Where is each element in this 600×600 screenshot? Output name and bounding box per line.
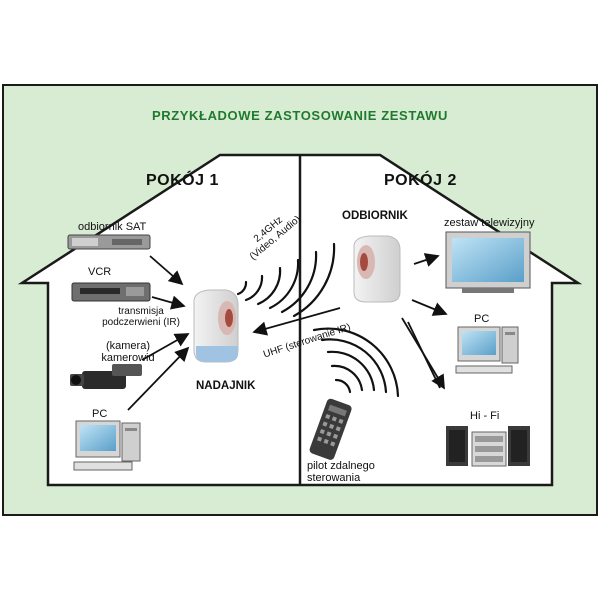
pc-right-icon: [455, 326, 519, 374]
sat-label: odbiornik SAT: [78, 221, 147, 233]
remote-arrow: [407, 321, 441, 389]
camera-label: (kamera)kamerowid: [101, 340, 155, 365]
arrow-pc-right: [411, 299, 448, 316]
transmitter-label: NADAJNIK: [196, 380, 256, 392]
pc-left-icon: [73, 420, 141, 471]
camcorder-icon: [70, 364, 142, 389]
arrow-vcr: [151, 295, 186, 310]
sat-receiver-icon: [67, 234, 151, 250]
diagram-title: PRZYKŁADOWE ZASTOSOWANIE ZESTAWU: [151, 108, 449, 123]
tv-label: zestaw telewizyjny: [444, 217, 535, 229]
receiver-label: ODBIORNIK: [342, 210, 408, 222]
hifi-label: Hi - Fi: [470, 410, 500, 422]
arrow-tv: [413, 253, 440, 267]
arrow-uhf: [252, 307, 341, 336]
vcr-label: VCR: [88, 266, 112, 278]
vcr-icon: [71, 282, 151, 302]
hifi-icon: [446, 426, 530, 467]
receiver-device-icon: [353, 235, 401, 303]
arrow-camera: [141, 333, 190, 361]
transmitter-device-icon: [193, 289, 239, 363]
pc-left-label: PC: [92, 408, 108, 420]
pc-right-label: PC: [474, 313, 490, 325]
arrow-sat: [149, 255, 184, 286]
remote-control-icon: [309, 398, 352, 460]
room-1-label: POKÓJ 1: [146, 172, 219, 189]
video-wave-arcs: [236, 242, 336, 318]
tv-icon: [445, 231, 531, 293]
remote-wave-arcs: [312, 327, 400, 398]
arrow-pc: [127, 346, 190, 411]
room-2-label: POKÓJ 2: [384, 172, 457, 189]
